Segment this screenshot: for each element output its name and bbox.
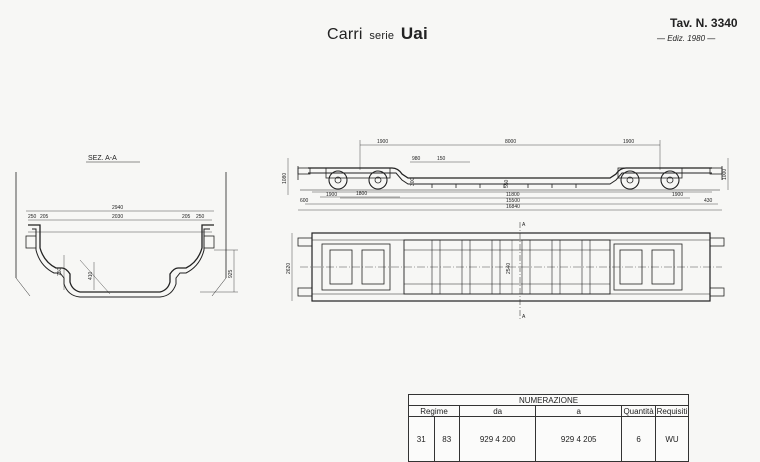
title-main: Carri <box>327 26 363 43</box>
dim-bogie-right: 1900 <box>672 192 683 198</box>
dim-floor: 410 <box>88 271 94 280</box>
col-requisiti: Requisiti <box>655 405 689 417</box>
dim-top-left: 1900 <box>377 139 388 145</box>
dim-height: 925 <box>228 269 234 278</box>
dim-inner-b: 150 <box>437 156 446 162</box>
side-view <box>287 140 729 211</box>
dim-plan-inner: 2540 <box>506 263 512 274</box>
dim-inner-a: 980 <box>412 156 421 162</box>
dim-depth: 750 <box>57 267 63 276</box>
dim-total-width: 2940 <box>112 205 123 211</box>
cell-requisiti: WU <box>655 416 689 462</box>
cell-quantita: 6 <box>621 416 657 462</box>
dim-low-a: 300 <box>410 177 416 186</box>
col-quantita: Quantità <box>621 405 657 417</box>
dim-top-mid: 8000 <box>505 139 516 145</box>
table-row: 31 83 929 4 200 929 4 205 6 WU <box>408 416 689 462</box>
dim-height-right: 1000 <box>722 169 728 180</box>
title-small: serie <box>369 30 395 42</box>
col-regime: Regime <box>408 405 460 417</box>
title-series: Uai <box>400 24 428 43</box>
dim-pivot: 11800 <box>506 192 520 198</box>
plate-number: Tav. N. 3340 <box>670 16 738 30</box>
dim-end-right: 430 <box>704 198 713 204</box>
edition-label: — Ediz. 1980 — <box>657 34 716 43</box>
dim-top-right: 1900 <box>623 139 634 145</box>
page-title: Carri serie Uai <box>327 24 428 44</box>
col-da: da <box>458 405 537 417</box>
cross-section <box>15 172 238 298</box>
plan-view <box>291 222 725 320</box>
dim-left-b: 205 <box>40 214 49 220</box>
dim-right-a: 205 <box>182 214 191 220</box>
dim-plan-width: 2620 <box>286 263 292 274</box>
numbering-title: NUMERAZIONE <box>408 394 689 406</box>
dim-low-b: 550 <box>504 179 510 188</box>
cell-da: 929 4 200 <box>458 416 537 462</box>
dim-over-frame: 15500 <box>506 198 520 204</box>
section-mark-bottom: A <box>522 314 526 320</box>
numbering-table: NUMERAZIONE Regime da a Quantità Requisi… <box>408 394 689 462</box>
section-mark-top: A <box>522 222 526 228</box>
dim-over-buffers: 16840 <box>506 204 520 210</box>
dim-left-a: 250 <box>28 214 37 220</box>
dim-bogie-left: 1900 <box>326 192 337 198</box>
dim-height-left: 1080 <box>282 173 288 184</box>
dim-inner-width: 2030 <box>112 214 123 220</box>
cell-regime-b: 83 <box>433 416 460 462</box>
dim-end-left: 600 <box>300 198 309 204</box>
cell-regime-a: 31 <box>408 416 435 462</box>
dim-axle-left: 1800 <box>356 191 367 197</box>
section-label: SEZ. A-A <box>88 155 117 162</box>
dim-right-b: 250 <box>196 214 205 220</box>
cell-a: 929 4 205 <box>535 416 623 462</box>
col-a: a <box>535 405 623 417</box>
